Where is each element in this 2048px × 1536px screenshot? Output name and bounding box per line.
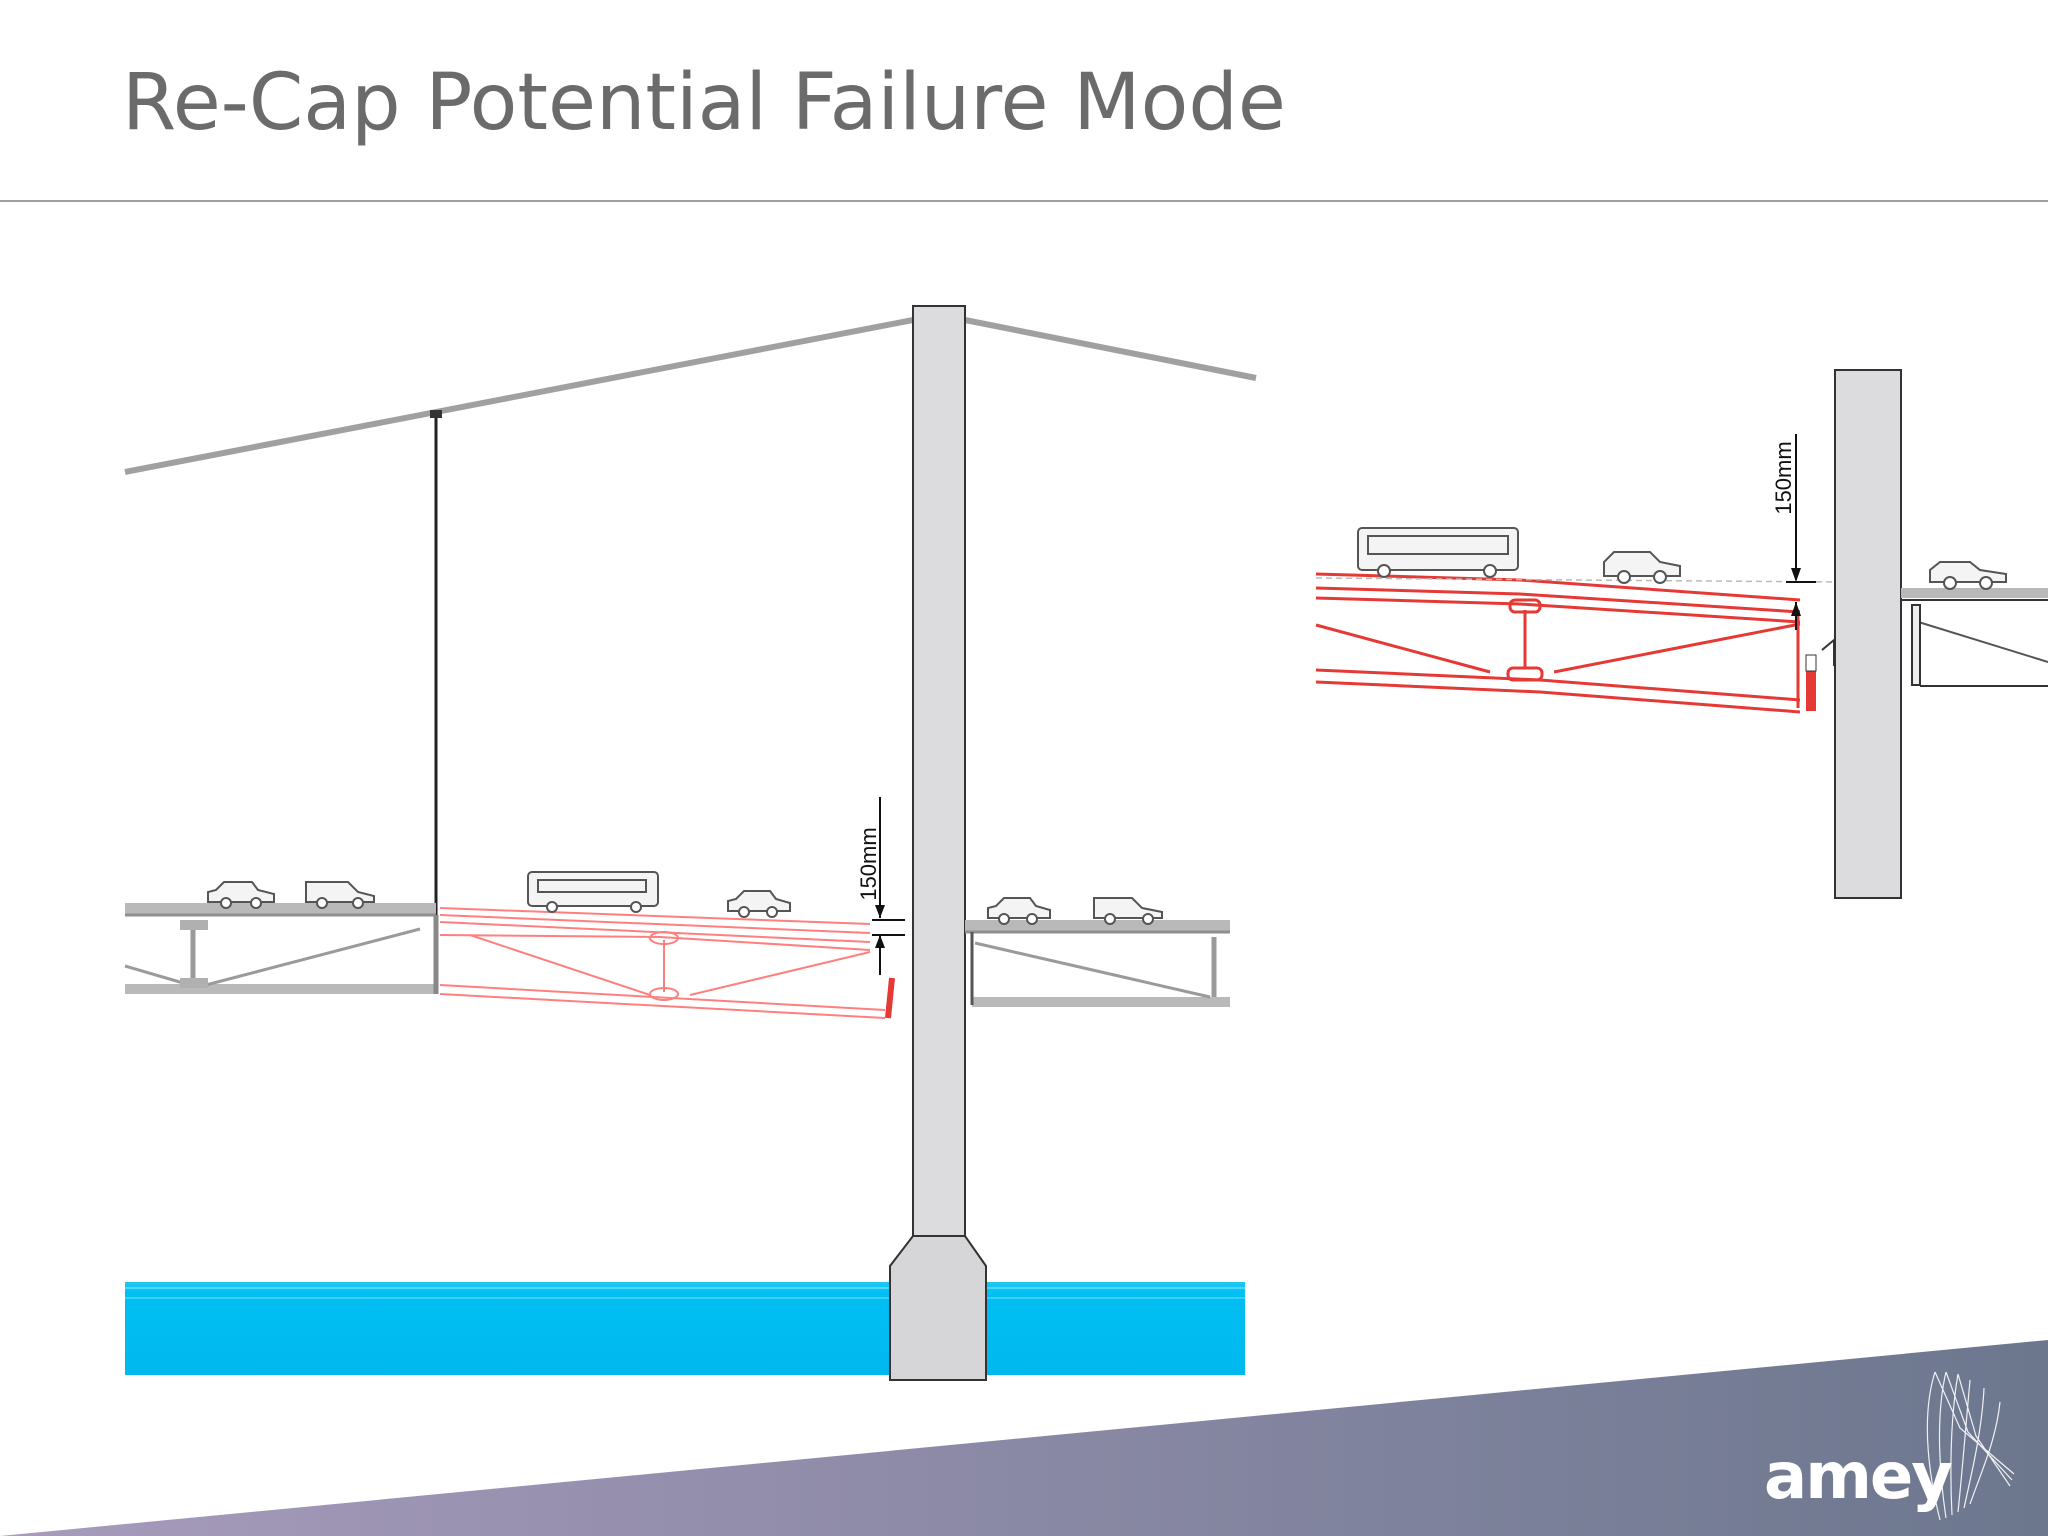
slide-title: Re-Cap Potential Failure Mode [122, 58, 1286, 148]
right-span-deck [965, 920, 1230, 1007]
amey-logo-text: amey [1764, 1440, 1953, 1514]
stay-cable-right [964, 317, 1257, 381]
river-water [125, 1282, 1245, 1375]
car-1 [207, 881, 275, 909]
footer-band [0, 1340, 2048, 1536]
vehicles [207, 871, 1163, 925]
pylon-base [889, 1235, 987, 1381]
main-dimension-label: 150mm [856, 827, 881, 900]
car-2 [727, 890, 791, 918]
detail-dimension-label: 150mm [1771, 441, 1796, 514]
failing-span [439, 907, 886, 1019]
stay-cable-left [124, 317, 914, 475]
detail-pylon [1834, 369, 1902, 899]
detail-bearing [1806, 655, 1816, 711]
left-span-deck [124, 903, 439, 994]
detail-car-1 [1603, 551, 1681, 584]
detail-view: 150mm [1315, 369, 2048, 899]
pylon [912, 305, 966, 1237]
bus-1 [527, 871, 659, 913]
title-divider [0, 200, 2048, 202]
detail-car-2 [1929, 561, 2007, 590]
van-1 [305, 881, 375, 909]
amey-logo-swoosh [1926, 1371, 2015, 1521]
car-4 [1093, 897, 1163, 925]
detail-bus [1357, 527, 1519, 578]
car-3 [987, 897, 1051, 925]
main-elevation: 150mm [124, 305, 1257, 1381]
failed-bearing [885, 977, 895, 1019]
